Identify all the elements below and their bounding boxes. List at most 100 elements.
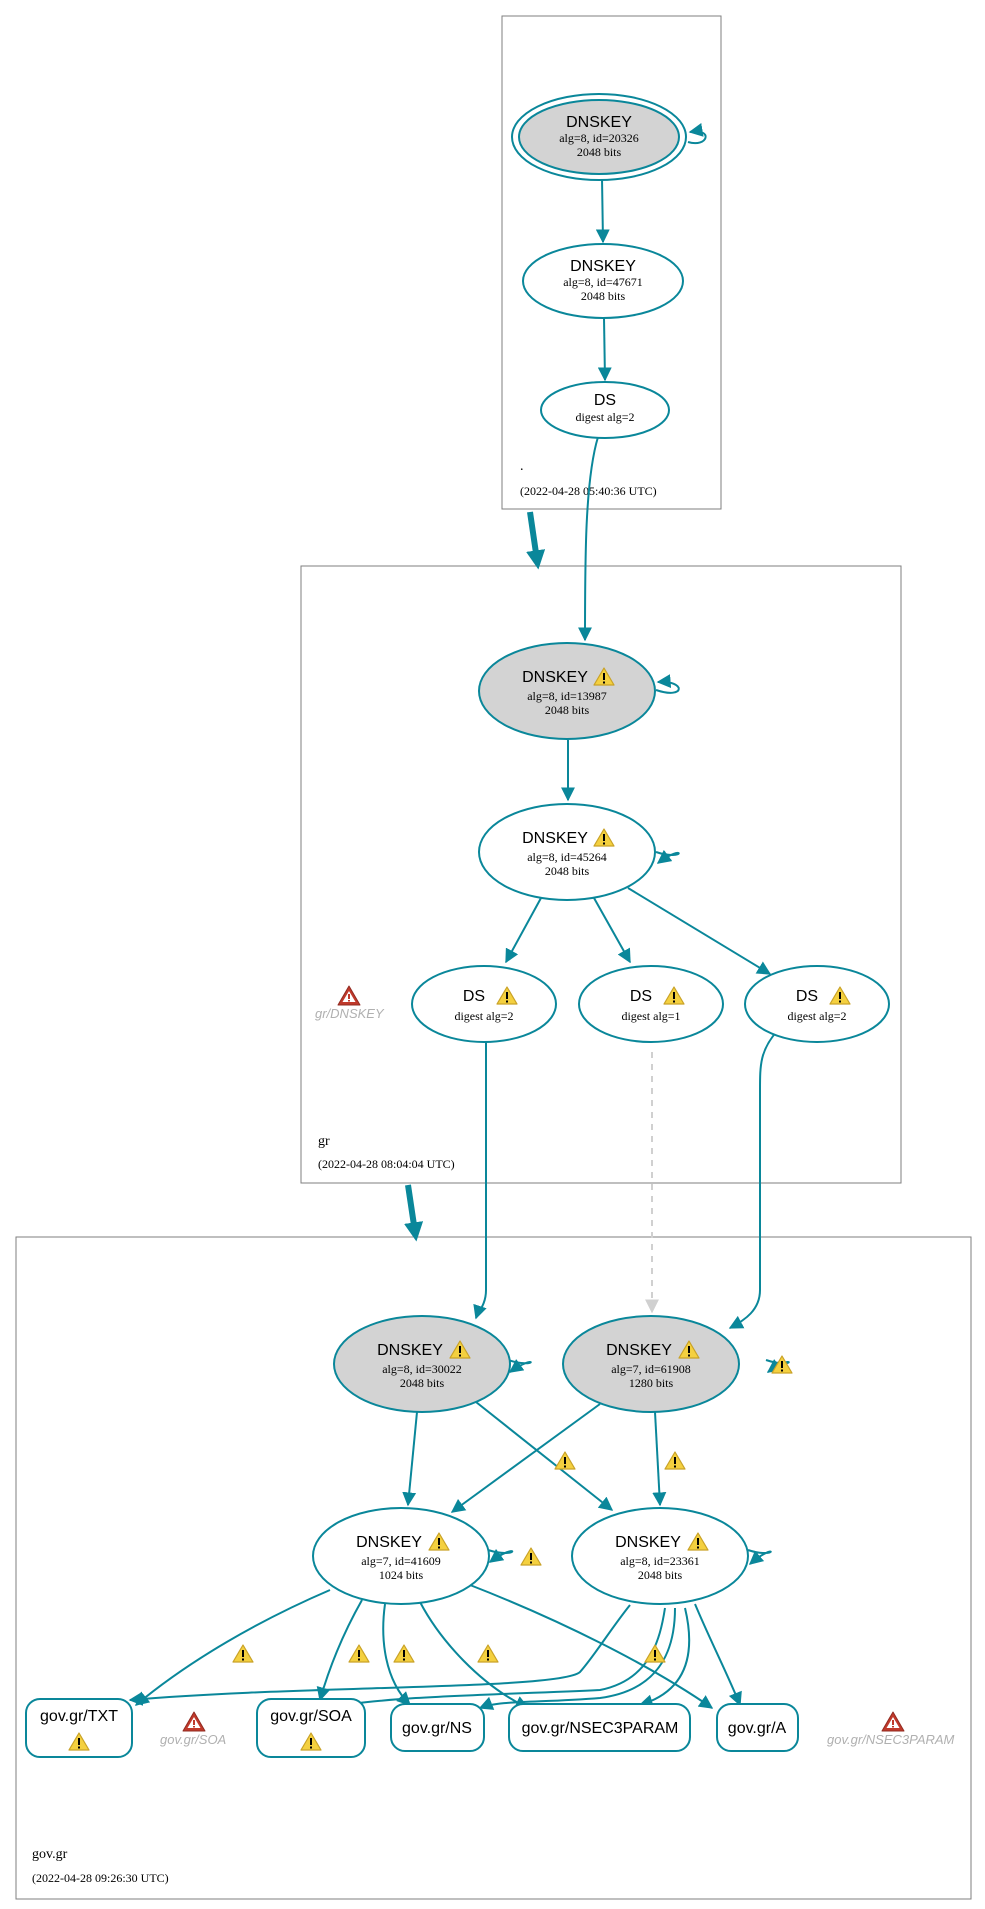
warning-icon — [644, 1644, 666, 1663]
node-gr-zsk-line2: 2048 bits — [545, 864, 590, 878]
edge-gov-k3-nsec3param — [419, 1601, 530, 1709]
zone-gr-name: gr — [318, 1134, 330, 1149]
warning-icon — [232, 1644, 254, 1663]
node-gov-key-23361-line2: 2048 bits — [638, 1568, 683, 1582]
zone-govgr-timestamp: (2022-04-28 09:26:30 UTC) — [32, 1871, 169, 1885]
warning-icon — [664, 1451, 686, 1470]
node-root-zsk[interactable]: DNSKEY alg=8, id=47671 2048 bits — [522, 243, 684, 319]
node-gov-key-41609-title: DNSKEY — [356, 1534, 422, 1551]
node-gr-ds-3-title: DS — [796, 988, 818, 1005]
edge-gov-k1-k3 — [402, 1411, 418, 1507]
edge-gr-zsk-ds2 — [593, 897, 631, 964]
node-root-ksk-line1: alg=8, id=20326 — [559, 131, 639, 145]
rrset-nsec3param-label: gov.gr/NSEC3PARAM — [522, 1720, 679, 1737]
node-gr-ksk-line2: 2048 bits — [545, 703, 590, 717]
edge-root-ksk-zsk — [595, 177, 610, 244]
node-gov-key-23361[interactable]: DNSKEY alg=8, id=23361 2048 bits — [571, 1507, 749, 1605]
node-gr-ds-1[interactable]: DS digest alg=2 — [411, 965, 557, 1043]
node-root-zsk-line2: 2048 bits — [581, 289, 626, 303]
node-root-ksk[interactable]: DNSKEY alg=8, id=20326 2048 bits — [511, 93, 687, 181]
zone-gr — [300, 565, 902, 1184]
node-root-ds-line1: digest alg=2 — [575, 410, 634, 424]
node-gov-key-61908-line1: alg=7, id=61908 — [611, 1362, 691, 1376]
edge-gov-k2-k3 — [450, 1403, 601, 1513]
node-gr-ds-1-title: DS — [463, 988, 485, 1005]
edge-root-ksk-self — [687, 123, 707, 145]
edge-gov-k3-soa — [316, 1599, 363, 1702]
node-gov-key-23361-line1: alg=8, id=23361 — [620, 1554, 700, 1568]
node-gov-key-30022-line1: alg=8, id=30022 — [382, 1362, 462, 1376]
node-gr-ksk-title: DNSKEY — [522, 669, 588, 686]
rrset-txt-label: gov.gr/TXT — [40, 1708, 118, 1725]
node-gov-key-61908-line2: 1280 bits — [629, 1376, 674, 1390]
error-gr-dnskey-label: gr/DNSKEY — [315, 1006, 385, 1021]
node-gr-zsk-line1: alg=8, id=45264 — [527, 850, 607, 864]
rrset-ns-label: gov.gr/NS — [402, 1720, 472, 1737]
edge-gov-k3-self — [487, 1548, 514, 1563]
error-icon — [337, 985, 361, 1006]
warning-icon — [554, 1451, 576, 1470]
error-gov-nsec3param[interactable]: gov.gr/NSEC3PARAM — [827, 1711, 955, 1747]
edge-gr-ds1-gov-k1 — [473, 1040, 487, 1320]
edge-gov-k4-a — [694, 1603, 742, 1707]
warning-icon — [520, 1547, 542, 1566]
node-gov-key-41609[interactable]: DNSKEY alg=7, id=41609 1024 bits — [312, 1507, 490, 1605]
edge-gov-k4-nsec3param — [638, 1607, 691, 1709]
node-gov-key-61908[interactable]: DNSKEY alg=7, id=61908 1280 bits — [562, 1315, 740, 1413]
edge-root-zsk-ds — [597, 317, 612, 382]
node-gr-zsk[interactable]: DNSKEY alg=8, id=45264 2048 bits — [478, 803, 656, 901]
edge-gov-k4-self — [747, 1549, 772, 1565]
edge-gov-k3-txt — [134, 1589, 331, 1706]
edge-gr-ksk-self — [655, 674, 680, 694]
node-gr-ds-1-line1: digest alg=2 — [454, 1009, 513, 1023]
node-gr-ds-2-title: DS — [630, 988, 652, 1005]
error-gr-dnskey[interactable]: gr/DNSKEY — [315, 985, 385, 1021]
edge-gov-k4-ns — [478, 1607, 676, 1710]
rrset-soa[interactable]: gov.gr/SOA — [256, 1698, 366, 1758]
node-gr-ds-3[interactable]: DS digest alg=2 — [744, 965, 890, 1043]
zone-root-name: . — [520, 459, 524, 474]
node-gov-key-41609-line1: alg=7, id=41609 — [361, 1554, 441, 1568]
edge-gov-k1-self — [507, 1358, 532, 1373]
rrset-ns[interactable]: gov.gr/NS — [390, 1703, 485, 1752]
node-gov-key-30022[interactable]: DNSKEY alg=8, id=30022 2048 bits — [333, 1315, 511, 1413]
error-gov-soa[interactable]: gov.gr/SOA — [160, 1711, 226, 1747]
edge-gr-zsk-self — [655, 849, 680, 864]
node-root-zsk-line1: alg=8, id=47671 — [563, 275, 643, 289]
error-icon — [881, 1711, 905, 1732]
zone-gr-timestamp: (2022-04-28 08:04:04 UTC) — [318, 1157, 455, 1171]
node-gr-ds-2[interactable]: DS digest alg=1 — [578, 965, 724, 1043]
edge-gr-ds3-gov-k2 — [728, 1029, 779, 1329]
error-gov-nsec3param-label: gov.gr/NSEC3PARAM — [827, 1732, 955, 1747]
zone-root — [501, 15, 722, 510]
warning-icon — [393, 1644, 415, 1663]
rrset-a[interactable]: gov.gr/A — [716, 1703, 799, 1752]
rrset-txt[interactable]: gov.gr/TXT — [25, 1698, 133, 1758]
edge-gov-k3-ns — [382, 1603, 411, 1706]
rrset-nsec3param[interactable]: gov.gr/NSEC3PARAM — [508, 1703, 691, 1752]
node-gr-ds-2-line1: digest alg=1 — [621, 1009, 680, 1023]
edge-gr-zsk-ds3 — [627, 887, 772, 975]
delegation-gr-to-govgr — [404, 1184, 424, 1242]
node-root-zsk-title: DNSKEY — [570, 258, 636, 275]
node-gr-ksk-line1: alg=8, id=13987 — [527, 689, 607, 703]
node-gov-key-41609-line2: 1024 bits — [379, 1568, 424, 1582]
node-root-ksk-line2: 2048 bits — [577, 145, 622, 159]
edge-root-ds-gr-ksk — [578, 436, 599, 642]
edge-gov-k2-k4 — [652, 1411, 667, 1507]
rrset-a-label: gov.gr/A — [728, 1720, 787, 1737]
node-gov-key-30022-line2: 2048 bits — [400, 1376, 445, 1390]
error-gov-soa-label: gov.gr/SOA — [160, 1732, 226, 1747]
node-gr-ds-3-line1: digest alg=2 — [787, 1009, 846, 1023]
warning-icon — [348, 1644, 370, 1663]
edge-gov-k4-txt — [128, 1604, 631, 1706]
node-gov-key-23361-title: DNSKEY — [615, 1534, 681, 1551]
node-gov-key-30022-title: DNSKEY — [377, 1342, 443, 1359]
node-root-ds[interactable]: DS digest alg=2 — [540, 381, 670, 439]
node-root-ds-title: DS — [594, 392, 616, 409]
zone-govgr-name: gov.gr — [32, 1847, 68, 1862]
node-gr-ksk[interactable]: DNSKEY alg=8, id=13987 2048 bits — [478, 642, 656, 740]
delegation-root-to-gr — [526, 511, 546, 570]
edge-gr-zsk-ds1 — [505, 897, 542, 964]
